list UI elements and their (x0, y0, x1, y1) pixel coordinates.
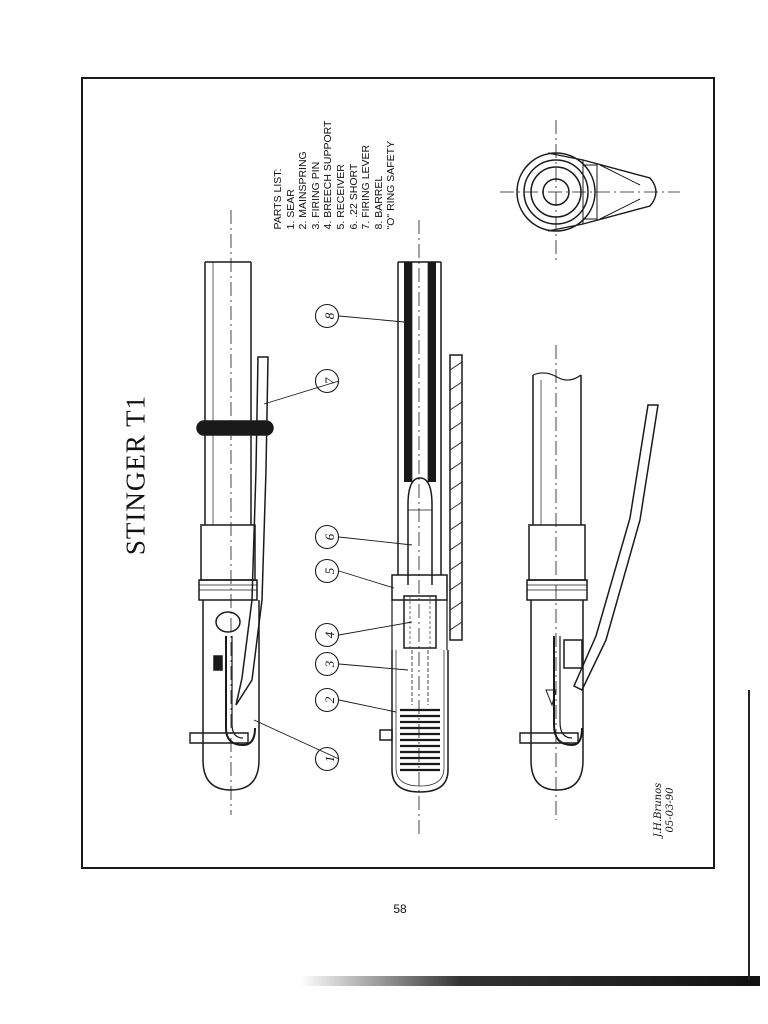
parts-list-item: 2. MAINSPRING (297, 151, 310, 230)
page-edge-shadow (300, 976, 760, 986)
signature: J.H.Brunos 05-03-90 (653, 783, 677, 837)
callout-leaders (253, 315, 413, 760)
drawing-frame (81, 77, 715, 869)
parts-list-heading: PARTS LIST: (272, 168, 285, 230)
callout-4: 4 (322, 631, 337, 638)
callout-5: 5 (322, 567, 337, 574)
callout-circles (314, 303, 340, 772)
end-view (516, 152, 657, 232)
callout-7: 7 (322, 377, 337, 384)
parts-list-item: 3. FIRING PIN (309, 161, 322, 230)
section-assembly (379, 261, 463, 793)
lever-hatching (449, 361, 463, 631)
parts-list-item: 7. FIRING LEVER (360, 144, 373, 230)
callout-labels: 1 2 3 4 5 6 7 8 (322, 312, 337, 762)
parts-list: PARTS LIST: 1. SEAR 2. MAINSPRING 3. FIR… (272, 121, 398, 230)
parts-list-item: 5. RECEIVER (335, 164, 347, 230)
parts-list-item: 1. SEAR (284, 189, 297, 230)
callout-2: 2 (322, 696, 337, 703)
left-assembly (189, 261, 274, 791)
page-number: 58 (393, 902, 407, 916)
callout-6: 6 (322, 533, 337, 540)
parts-list-item: 6. .22 SHORT (347, 163, 360, 230)
right-assembly (519, 372, 659, 791)
diagram-title: STINGER T1 (120, 394, 151, 556)
mainspring-coils (400, 708, 440, 772)
parts-list-item: 8. BARREL (372, 175, 385, 230)
callout-3: 3 (322, 660, 337, 668)
parts-list-item: "O" RING SAFETY (385, 140, 398, 230)
signature-name: J.H.Brunos (653, 782, 664, 838)
callout-8: 8 (322, 312, 337, 319)
center-lines (230, 120, 680, 835)
parts-list-item: 4. BREECH SUPPORT (322, 120, 335, 230)
signature-date: 05-03-90 (665, 787, 676, 833)
page-edge-right (748, 690, 750, 980)
callout-1: 1 (322, 756, 337, 763)
